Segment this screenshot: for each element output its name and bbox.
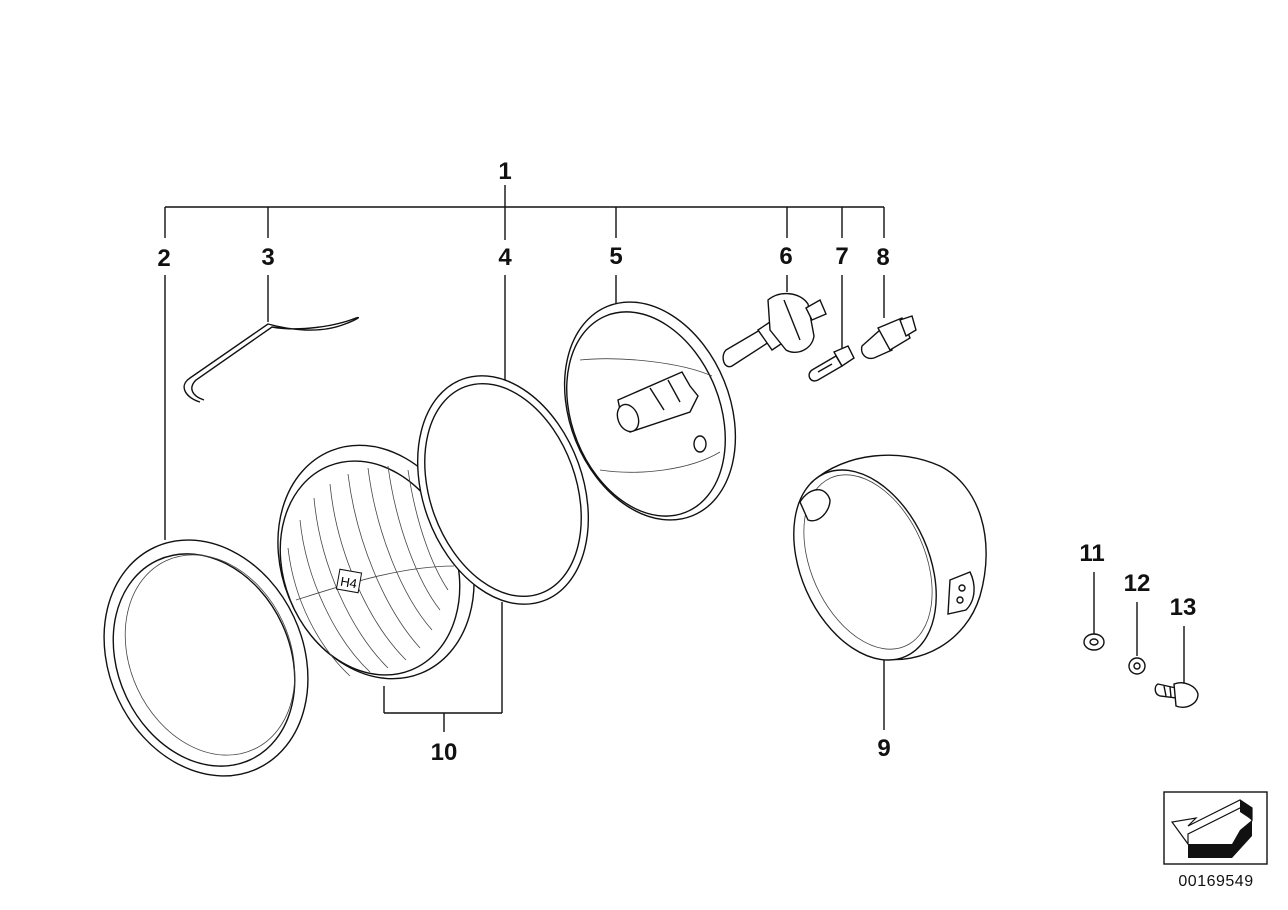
lens-marking: H4 — [339, 574, 358, 592]
label-6: 6 — [779, 243, 792, 270]
label-12: 12 — [1124, 570, 1151, 597]
label-4: 4 — [498, 244, 512, 271]
lens-marking-box — [335, 568, 363, 594]
label-11: 11 — [1079, 540, 1104, 567]
label-2: 2 — [157, 245, 170, 272]
part-gasket — [416, 375, 590, 605]
reflector-bulb-socket — [616, 371, 699, 433]
label-1: 1 — [498, 158, 511, 185]
part-reflector — [563, 301, 737, 521]
label-3: 3 — [261, 244, 274, 271]
part-h4-bulb — [722, 293, 827, 368]
part-screw — [1154, 682, 1199, 708]
label-7: 7 — [835, 243, 848, 270]
reflector-side-hole — [693, 435, 707, 453]
label-9: 9 — [877, 735, 890, 762]
diagram-id: 00169549 — [1178, 873, 1253, 890]
orientation-arrow-box — [1163, 791, 1268, 865]
leader-lines — [164, 185, 1185, 732]
part-trim-ring — [103, 539, 309, 777]
housing-mount-tab — [947, 571, 975, 615]
part-wire-spring — [183, 316, 360, 403]
part-washer — [1083, 633, 1105, 651]
label-8: 8 — [876, 244, 889, 271]
part-small-bulb — [808, 345, 855, 382]
part-bulb-socket — [860, 315, 917, 360]
part-housing — [793, 454, 987, 661]
part-lock-washer — [1128, 657, 1146, 675]
label-10: 10 — [431, 739, 458, 766]
part-labels: 1 2 3 4 5 6 7 8 9 10 11 12 13 — [157, 158, 1196, 766]
label-5: 5 — [609, 243, 622, 270]
label-13: 13 — [1170, 594, 1197, 621]
